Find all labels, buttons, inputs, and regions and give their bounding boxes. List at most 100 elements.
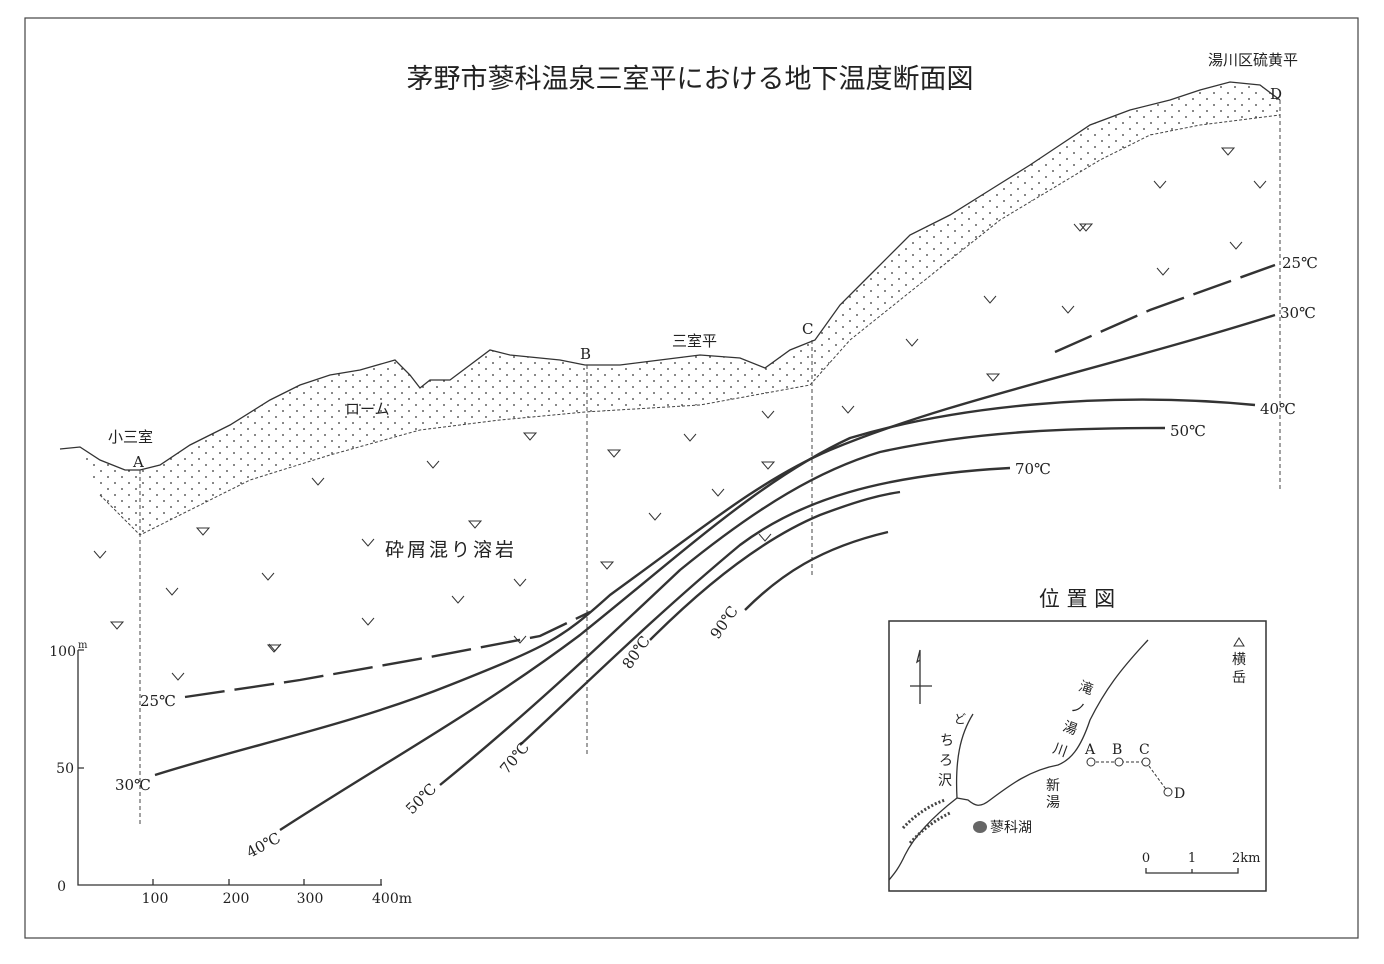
lava-v-symbol [171,672,185,681]
label-mimurodaira: 三室平 [672,332,717,350]
lava-triangle-symbol [1220,147,1236,156]
isotherm-label-70-right: 70℃ [1015,460,1051,478]
frame-border [24,17,1359,939]
lake-icon [973,821,987,833]
map-scale-0: 0 [1142,851,1150,866]
x-tick-100: 100 [142,891,169,907]
lava-v-symbol [905,338,919,347]
y-tick-50: 50 [56,761,74,777]
lava-v-symbol [93,550,107,559]
label-komimuro: 小三室 [108,428,153,446]
point-b: B [580,345,591,363]
lava-v-symbol [426,460,440,469]
lava-triangle-symbol [606,449,622,458]
lava-triangle-symbol [599,561,615,570]
river-dochirozawa [888,713,974,881]
lava-v-symbol [165,587,179,596]
river-takinoyu [956,639,1149,806]
isotherm-label-25-right: 25℃ [1282,254,1318,272]
lava-v-symbol [1153,180,1167,189]
y-unit: m [78,640,88,651]
loam-base-line [99,114,1281,536]
map-scale-bar [1145,868,1239,874]
lava-v-symbol [451,595,465,604]
map-scale-1: 1 [1188,851,1196,866]
isotherm-label-70-left: 70℃ [496,739,533,778]
lava-triangle-symbol [266,644,282,653]
lava-v-symbol [1061,305,1075,314]
label-dochirozawa-2: ち [940,733,954,749]
lava-triangle-symbol [985,373,1001,382]
isotherm-70 [519,466,1011,746]
peak-triangle-icon [1233,637,1245,647]
location-map: 位 置 図 蓼科湖 横 岳 滝 ノ 湯 川 新 湯 ど ち ろ 沢 A B C … [888,587,1267,892]
label-tateshina-lake: 蓼科湖 [990,820,1032,836]
isotherm-25-right [1054,263,1276,354]
isotherm-50 [439,426,1166,786]
isotherm-label-40-left: 40℃ [243,829,283,862]
isotherm-label-25-left: 25℃ [140,692,176,710]
y-tick-100: 100 [49,644,76,660]
lava-triangle-symbol [109,621,125,630]
isotherm-label-90: 90℃ [707,603,742,643]
label-takinoyu-2: ノ [1069,699,1088,719]
x-tick-300: 300 [297,891,324,907]
lava-v-symbol [261,572,275,581]
lava-v-symbol [1253,180,1267,189]
point-c: C [802,320,813,338]
lava-v-symbol [683,433,697,442]
map-point-d: D [1174,786,1185,802]
lava-v-symbol [1229,241,1243,250]
label-yokodake-2: 岳 [1232,670,1246,686]
map-point-b: B [1112,742,1122,758]
map-point-a: A [1084,742,1096,758]
lava-v-symbol [983,295,997,304]
lava-v-symbol [361,617,375,626]
label-shinyu-2: 湯 [1046,794,1060,811]
lava-triangle-symbol [1078,223,1094,232]
location-map-title: 位 置 図 [1039,587,1115,611]
x-tick-200: 200 [223,891,250,907]
lava-v-symbol [1073,223,1087,232]
lava-triangle-symbol [760,461,776,470]
isotherm-30 [154,313,1276,777]
label-takinoyu-4: 川 [1051,741,1070,761]
isotherm-label-40-right: 40℃ [1260,400,1296,418]
label-takinoyu-3: 湯 [1061,718,1080,739]
isotherm-label-30-right: 30℃ [1280,304,1316,322]
lava-v-symbol [311,477,325,486]
x-tick-400: 400m [372,891,412,907]
lava-triangle-symbol [195,527,211,536]
lava-v-symbol [758,533,772,542]
lava-symbols [93,147,1267,681]
label-dochirozawa-4: 沢 [938,773,952,789]
map-point-c: C [1139,742,1150,758]
label-dochirozawa-3: ろ [939,753,953,769]
diagram-title: 茅野市蓼科温泉三室平における地下温度断面図 [407,64,974,95]
label-shinyu-1: 新 [1046,778,1060,794]
isotherm-label-50-right: 50℃ [1170,422,1206,440]
lava-v-symbol [513,635,527,644]
label-takinoyu-1: 滝 [1077,679,1096,699]
label-lava: 砕屑混り溶岩 [385,539,517,561]
label-yokodake-1: 横 [1232,652,1246,668]
isotherm-25-left [184,610,591,699]
isotherm-label-50-left: 50℃ [402,780,440,818]
label-dochirozawa-1: ど [954,712,966,726]
point-d: D [1270,85,1282,103]
lava-v-symbol [761,410,775,419]
loam-layer [80,82,1280,535]
isotherm-90 [744,530,889,611]
label-yukawa: 湯川区硫黄平 [1208,51,1298,69]
map-scale-2km: 2km [1232,851,1260,866]
label-loam: ローム [345,400,390,418]
ground-surface-line [59,81,1281,471]
isotherm-label-80: 80℃ [619,633,654,673]
y-tick-0: 0 [57,879,66,895]
lava-v-symbol [841,405,855,414]
lava-v-symbol [648,512,662,521]
north-arrow-icon [910,649,932,704]
lava-triangle-symbol [522,432,538,441]
isotherm-80 [649,490,901,641]
